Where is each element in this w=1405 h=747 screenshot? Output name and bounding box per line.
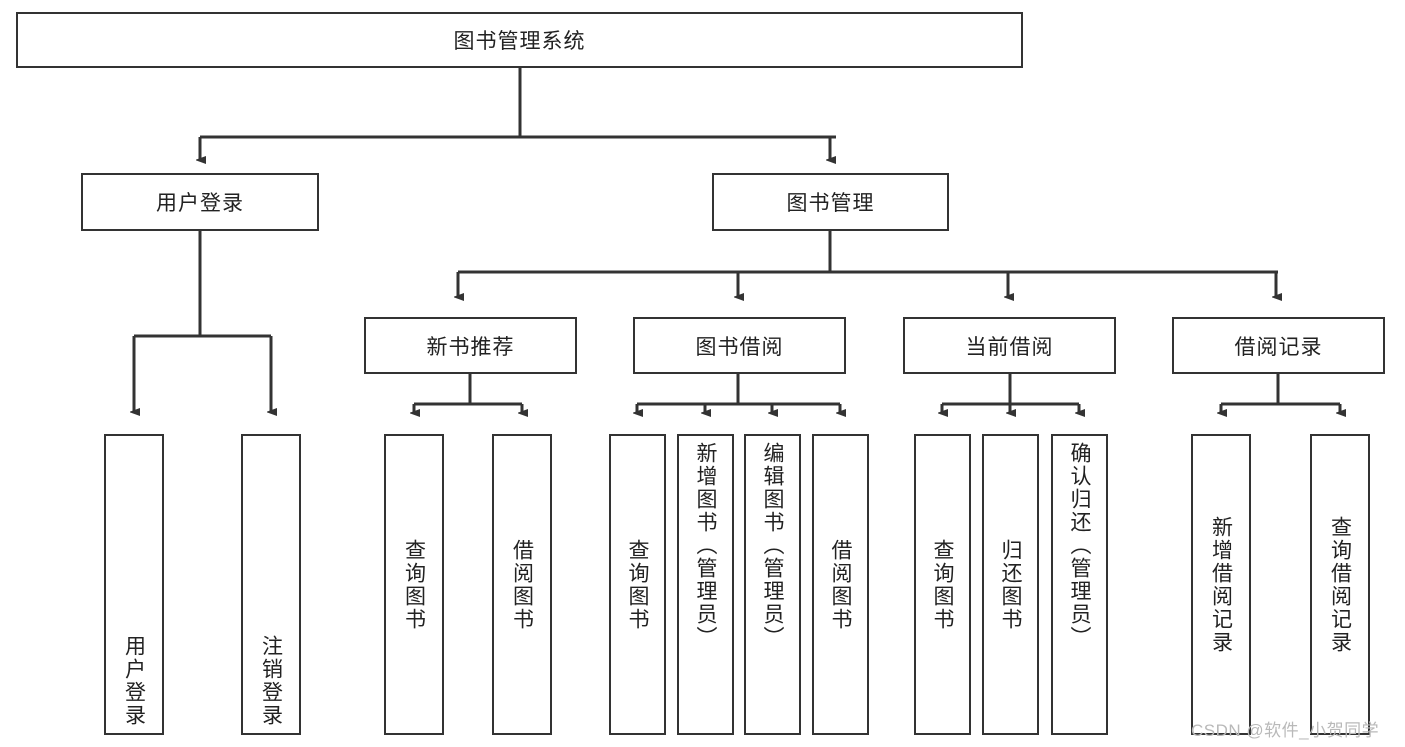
node-book-manage-label: 图书管理 xyxy=(786,192,875,215)
leaf-borrow-book-1[interactable]: 借阅图书 xyxy=(492,434,552,735)
node-user-login[interactable]: 用户登录 xyxy=(81,173,319,231)
leaf-edit-book-label: 编辑图书（管理员） xyxy=(761,442,784,649)
leaf-query-book-1[interactable]: 查询图书 xyxy=(384,434,444,735)
leaf-user-login-label: 用户登录 xyxy=(122,635,146,727)
leaf-borrow-book-2[interactable]: 借阅图书 xyxy=(812,434,869,735)
leaf-add-book[interactable]: 新增图书（管理员） xyxy=(677,434,734,735)
leaf-add-record-label: 新增借阅记录 xyxy=(1209,515,1233,654)
leaf-borrow-book-1-label: 借阅图书 xyxy=(510,538,534,631)
csdn-watermark: CSDN @软件_小贺同学 xyxy=(1191,721,1380,740)
leaf-return-book-label: 归还图书 xyxy=(999,538,1022,631)
node-borrow-record-label: 借阅记录 xyxy=(1234,335,1323,359)
node-new-book-rec[interactable]: 新书推荐 xyxy=(364,317,577,374)
leaf-query-record[interactable]: 查询借阅记录 xyxy=(1310,434,1370,735)
node-user-login-label: 用户登录 xyxy=(156,192,244,215)
leaf-add-record[interactable]: 新增借阅记录 xyxy=(1191,434,1251,735)
leaf-logout-login-label: 注销登录 xyxy=(259,635,283,727)
leaf-user-login[interactable]: 用户登录 xyxy=(104,434,164,735)
leaf-query-book-1-label: 查询图书 xyxy=(402,538,426,631)
node-book-borrow[interactable]: 图书借阅 xyxy=(633,317,846,374)
leaf-query-book-2[interactable]: 查询图书 xyxy=(609,434,666,735)
leaf-query-book-3-label: 查询图书 xyxy=(931,538,954,631)
leaf-borrow-book-2-label: 借阅图书 xyxy=(829,538,852,631)
node-root[interactable]: 图书管理系统 xyxy=(16,12,1023,68)
leaf-logout-login[interactable]: 注销登录 xyxy=(241,434,301,735)
leaf-edit-book[interactable]: 编辑图书（管理员） xyxy=(744,434,801,735)
node-current-borrow-label: 当前借阅 xyxy=(965,335,1054,359)
node-current-borrow[interactable]: 当前借阅 xyxy=(903,317,1116,374)
leaf-confirm-return[interactable]: 确认归还（管理员） xyxy=(1051,434,1108,735)
leaf-query-book-2-label: 查询图书 xyxy=(626,538,649,631)
leaf-return-book[interactable]: 归还图书 xyxy=(982,434,1039,735)
leaf-query-record-label: 查询借阅记录 xyxy=(1328,515,1352,654)
node-book-borrow-label: 图书借阅 xyxy=(695,335,784,359)
node-new-book-rec-label: 新书推荐 xyxy=(426,335,515,359)
leaf-confirm-return-label: 确认归还（管理员） xyxy=(1068,442,1091,649)
node-borrow-record[interactable]: 借阅记录 xyxy=(1172,317,1385,374)
node-root-label: 图书管理系统 xyxy=(453,30,586,53)
node-book-manage[interactable]: 图书管理 xyxy=(712,173,949,231)
leaf-add-book-label: 新增图书（管理员） xyxy=(694,442,717,649)
leaf-query-book-3[interactable]: 查询图书 xyxy=(914,434,971,735)
